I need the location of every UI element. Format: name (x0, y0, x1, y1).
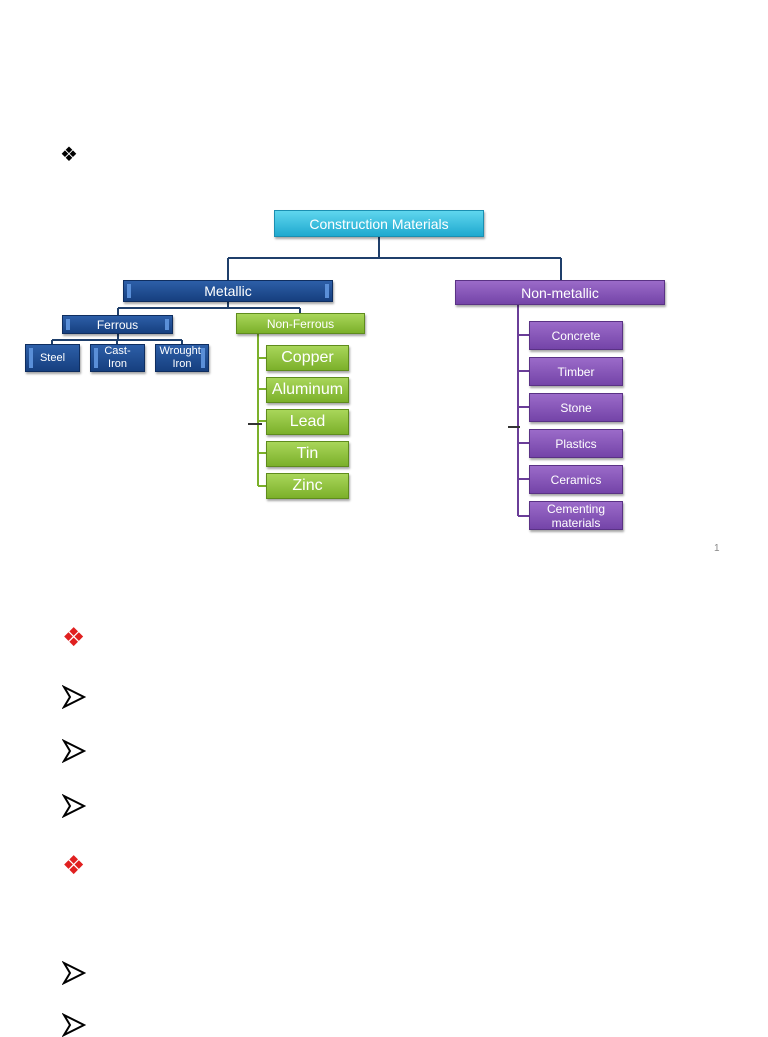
node-label: Concrete (551, 328, 601, 343)
node-non-ferrous: Non-Ferrous (236, 313, 365, 334)
node-tin: Tin (266, 441, 349, 467)
node-label: Stone (560, 400, 592, 415)
node-label: Non-Ferrous (266, 316, 335, 331)
red-diamond-bullet-icon: ❖ (62, 850, 86, 880)
node-cementing-materials: Cementing materials (529, 501, 623, 530)
node-label: Wrought- Iron (159, 345, 205, 370)
page-number: 1 (714, 543, 720, 554)
node-label: Ceramics (550, 472, 602, 487)
arrowhead-bullet-icon (62, 1013, 86, 1037)
node-label: Plastics (555, 436, 597, 451)
node-metallic: Metallic (123, 280, 333, 302)
node-label: Metallic (204, 283, 252, 299)
arrowhead-bullet-icon (62, 961, 86, 985)
node-concrete: Concrete (529, 321, 623, 350)
node-wrought-iron: Wrought- Iron (155, 344, 209, 372)
arrowhead-bullet-icon (62, 739, 86, 763)
node-plastics: Plastics (529, 429, 623, 458)
node-stone: Stone (529, 393, 623, 422)
node-timber: Timber (529, 357, 623, 386)
diagram-connectors (51, 237, 562, 517)
node-zinc: Zinc (266, 473, 349, 499)
node-non-metallic: Non-metallic (455, 280, 665, 305)
red-diamond-bullet-icon: ❖ (62, 622, 86, 652)
diamond-bullet-icon: ❖ (60, 144, 78, 166)
node-label: Steel (39, 352, 66, 364)
node-label: Construction Materials (309, 215, 449, 232)
node-ceramics: Ceramics (529, 465, 623, 494)
node-label: Copper (281, 349, 334, 366)
node-cast-iron: Cast- Iron (90, 344, 145, 372)
node-ferrous: Ferrous (62, 315, 173, 334)
node-label: Cast- Iron (104, 345, 131, 370)
node-label: Non-metallic (521, 284, 599, 301)
node-label: Tin (296, 445, 319, 462)
node-label: Zinc (292, 477, 323, 494)
node-aluminum: Aluminum (266, 377, 349, 403)
node-label: Lead (289, 413, 326, 430)
node-label: Ferrous (96, 317, 139, 332)
node-construction-materials: Construction Materials (274, 210, 484, 237)
node-steel: Steel (25, 344, 80, 372)
node-label: Cementing materials (546, 501, 606, 530)
arrowhead-bullet-icon (62, 685, 86, 709)
node-label: Aluminum (271, 381, 344, 398)
node-lead: Lead (266, 409, 349, 435)
node-copper: Copper (266, 345, 349, 371)
node-label: Timber (557, 364, 595, 379)
arrowhead-bullet-icon (62, 794, 86, 818)
